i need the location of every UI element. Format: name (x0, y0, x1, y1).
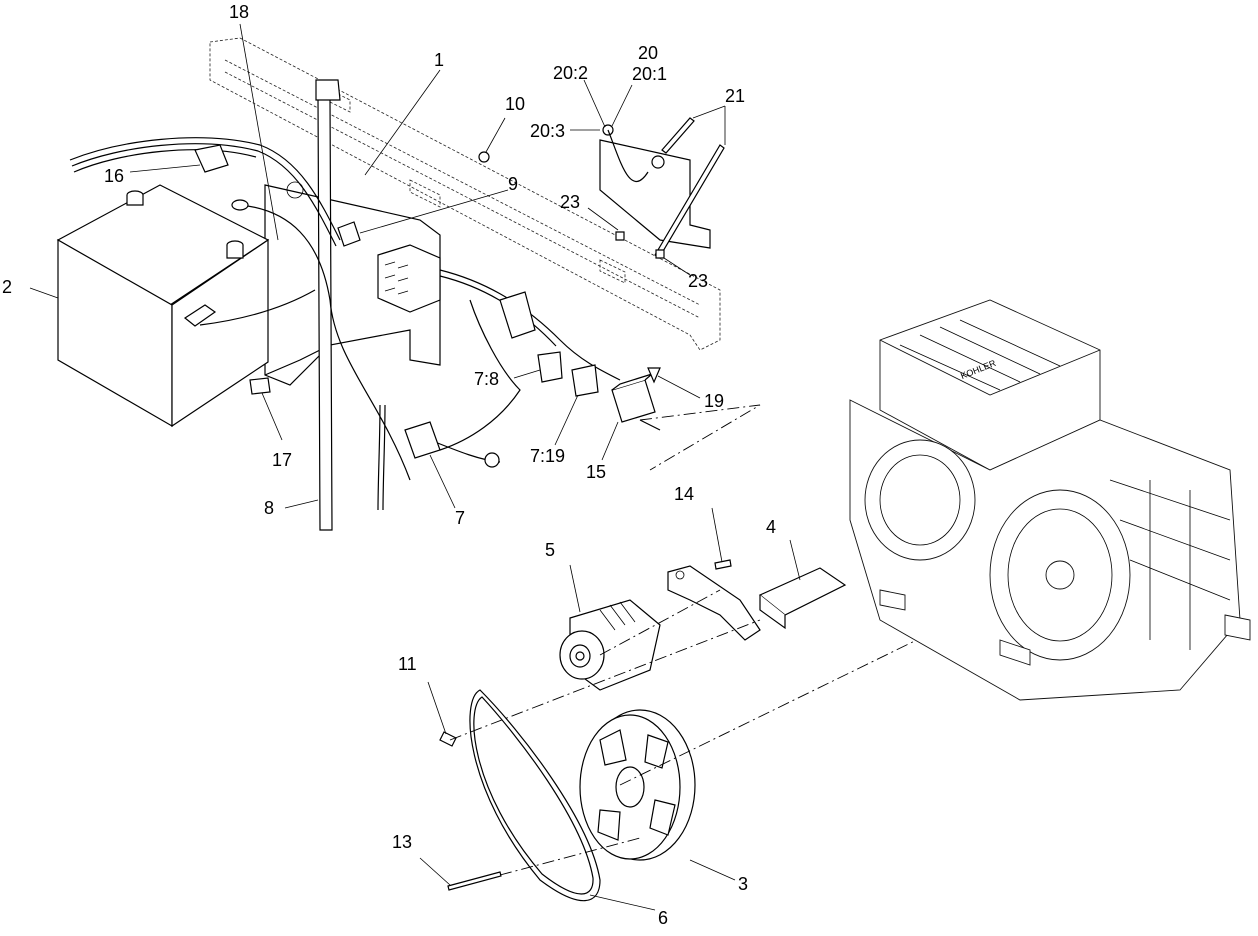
callout-23a: 23 (560, 192, 580, 212)
pulley (579, 709, 696, 861)
callout-20-2: 20:2 (553, 63, 588, 83)
callout-7: 7 (455, 508, 465, 528)
callouts: 1 2 3 4 5 6 7 7:8 7:19 8 9 10 11 13 14 1… (2, 2, 776, 928)
battery-cables (69, 137, 411, 511)
callout-1: 1 (434, 50, 444, 70)
callout-7-19: 7:19 (530, 446, 565, 466)
callout-14: 14 (674, 484, 694, 504)
callout-9: 9 (508, 174, 518, 194)
callout-4: 4 (766, 517, 776, 537)
bracket-assembly (599, 117, 725, 259)
alternator (559, 599, 661, 691)
wire-harness (404, 269, 621, 468)
callout-20-3: 20:3 (530, 121, 565, 141)
callout-23b: 23 (688, 271, 708, 291)
callout-13: 13 (392, 832, 412, 852)
belt-tensioner (758, 567, 847, 630)
callout-20: 20 (638, 43, 658, 63)
callout-3: 3 (738, 874, 748, 894)
nut (478, 151, 490, 163)
callout-20-1: 20:1 (632, 64, 667, 84)
drive-belt (469, 689, 601, 902)
callout-21: 21 (725, 86, 745, 106)
callout-17: 17 (272, 450, 292, 470)
callout-15: 15 (586, 462, 606, 482)
engine: KOHLER (849, 299, 1251, 701)
leader-lines (29, 23, 801, 911)
callout-18: 18 (229, 2, 249, 22)
callout-16: 16 (104, 166, 124, 186)
callout-11: 11 (398, 654, 417, 674)
bolt (439, 731, 457, 747)
bolt (447, 871, 502, 891)
battery (56, 184, 270, 428)
callout-8: 8 (264, 498, 274, 518)
callout-10: 10 (505, 94, 525, 114)
assembly-lines (449, 569, 1061, 876)
assembly-line-relay (639, 404, 761, 471)
drive-belt-inner (473, 696, 594, 895)
fuse-block (337, 221, 441, 313)
callout-19: 19 (704, 391, 724, 411)
relay (611, 373, 661, 431)
callout-7-8: 7:8 (474, 369, 499, 389)
callout-2: 2 (2, 277, 12, 297)
callout-6: 6 (658, 908, 668, 928)
alternator-bracket (667, 559, 761, 641)
callout-5: 5 (545, 540, 555, 560)
screw (647, 367, 661, 384)
